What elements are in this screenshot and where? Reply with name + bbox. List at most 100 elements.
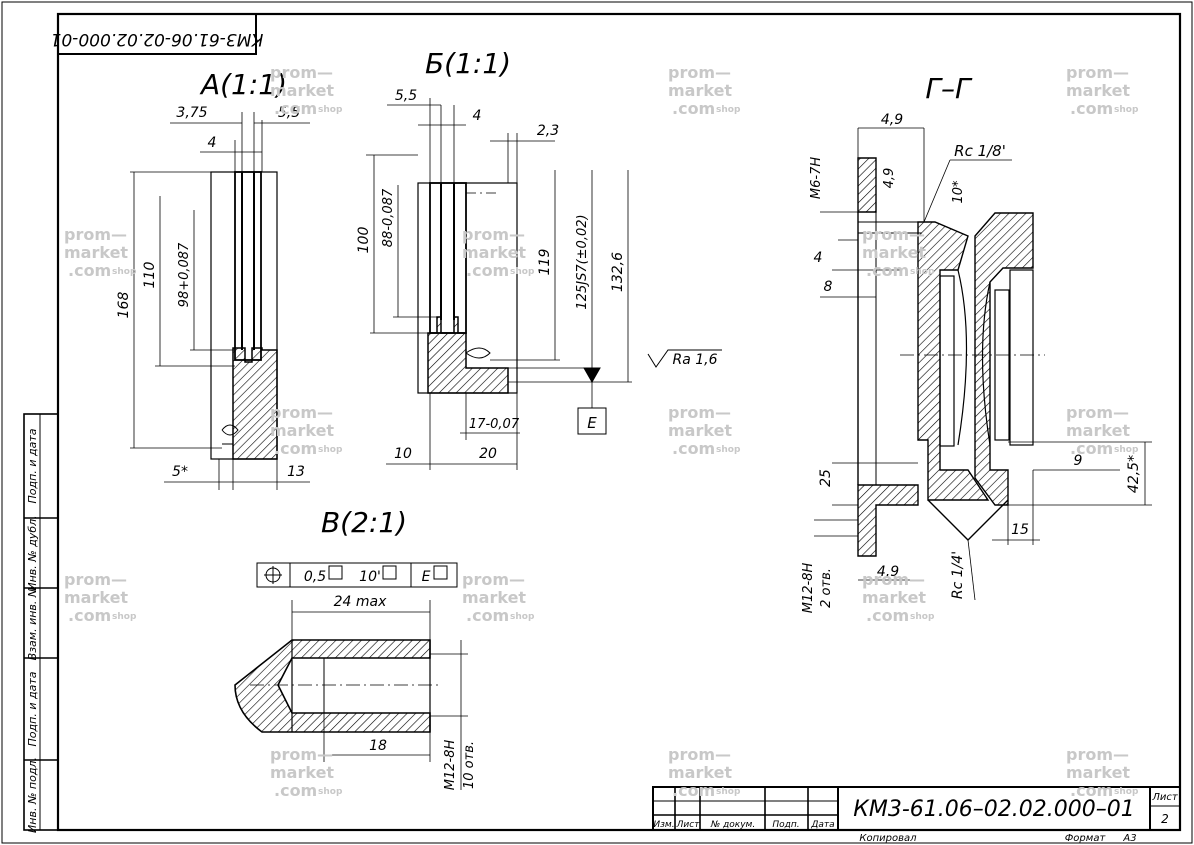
dim-b-125: 125JS7(±0,02)	[575, 214, 590, 309]
svg-text:shop: shop	[112, 267, 137, 277]
tol-10min: 10'	[359, 569, 381, 585]
svg-text:.com: .com	[1070, 99, 1113, 118]
code-stamp: КМ3-61.06-02.02.000-01	[51, 13, 263, 55]
dim-gg-8: 8	[824, 279, 833, 295]
dim-gg-10-star: 10*	[951, 180, 966, 204]
dim-b-4: 4	[473, 108, 482, 124]
dim-b-119: 119	[537, 249, 553, 276]
dim-a-3-75: 3,75	[176, 105, 207, 121]
svg-text:prom—: prom—	[1066, 745, 1129, 764]
tb-copied: Копировал	[859, 833, 917, 844]
dim-b-100: 100	[356, 227, 372, 254]
tb-header-dokum: № докум.	[710, 820, 755, 830]
dim-v-18: 18	[369, 738, 387, 754]
dim-gg-15: 15	[1011, 522, 1029, 538]
svg-text:market: market	[862, 243, 926, 262]
svg-text:prom—: prom—	[862, 225, 925, 244]
dim-b-88: 88-0,087	[381, 188, 396, 247]
dim-b-132-6: 132,6	[610, 252, 626, 292]
svg-text:market: market	[64, 243, 128, 262]
tb-header-izm: Изм.	[653, 820, 674, 830]
svg-text:market: market	[270, 81, 334, 100]
side-label-vzam-inv: Взам. инв. №	[26, 586, 39, 661]
dim-v-10-holes: 10 отв.	[462, 741, 477, 789]
svg-text:market: market	[668, 763, 732, 782]
svg-text:prom—: prom—	[668, 63, 731, 82]
svg-text:market: market	[64, 588, 128, 607]
dim-a-13: 13	[287, 464, 305, 480]
tb-header-list: Лист	[676, 820, 701, 830]
view-title-gg: Г–Г	[925, 72, 973, 105]
view-title-v: В(2:1)	[321, 506, 407, 539]
svg-text:market: market	[668, 421, 732, 440]
dim-b-10: 10	[394, 446, 412, 462]
svg-text:shop: shop	[318, 105, 343, 115]
svg-text:prom—: prom—	[668, 403, 731, 422]
svg-text:.com: .com	[68, 606, 111, 625]
svg-text:prom—: prom—	[64, 570, 127, 589]
svg-text:.com: .com	[274, 781, 317, 800]
tb-header-podp: Подп.	[772, 820, 799, 830]
svg-text:shop: shop	[716, 445, 741, 455]
dim-b-20: 20	[479, 446, 497, 462]
svg-text:prom—: prom—	[270, 403, 333, 422]
svg-text:.com: .com	[1070, 439, 1113, 458]
svg-text:.com: .com	[866, 261, 909, 280]
svg-text:market: market	[668, 81, 732, 100]
svg-text:prom—: prom—	[462, 570, 525, 589]
view-title-a: А(1:1)	[199, 68, 287, 101]
dim-gg-4: 4	[814, 250, 823, 266]
svg-text:shop: shop	[910, 612, 935, 622]
dim-a-4: 4	[208, 135, 217, 151]
view-b	[366, 98, 722, 470]
svg-text:prom—: prom—	[668, 745, 731, 764]
svg-text:prom—: prom—	[270, 63, 333, 82]
thread-rc-1-4: Rc 1/4'	[950, 551, 966, 599]
side-label-sign-date-1: Подп. и дата	[26, 428, 39, 503]
svg-text:.com: .com	[866, 606, 909, 625]
svg-text:shop: shop	[318, 445, 343, 455]
thread-rc-1-8: Rc 1/8'	[954, 142, 1006, 160]
view-v	[234, 562, 468, 790]
thread-m6: M6-7H	[809, 157, 824, 199]
svg-text:shop: shop	[1114, 105, 1139, 115]
svg-text:market: market	[462, 588, 526, 607]
dim-a-5-5: 5,5	[278, 105, 300, 121]
svg-text:market: market	[270, 763, 334, 782]
dim-gg-42-5: 42,5*	[1126, 455, 1142, 493]
dim-v-24-max: 24 max	[334, 594, 387, 610]
dim-b-5-5: 5,5	[395, 88, 417, 104]
side-label-sign-date-2: Подп. и дата	[26, 671, 39, 746]
dim-a-168: 168	[116, 292, 132, 319]
tol-0-5: 0,5	[304, 569, 326, 585]
title-block	[652, 786, 1181, 831]
svg-text:.com: .com	[466, 261, 509, 280]
svg-text:.com: .com	[672, 439, 715, 458]
view-a	[130, 112, 310, 490]
svg-text:.com: .com	[274, 439, 317, 458]
svg-text:market: market	[270, 421, 334, 440]
dim-gg-4-9-top: 4,9	[881, 112, 903, 128]
svg-text:.com: .com	[68, 261, 111, 280]
svg-text:shop: shop	[1114, 445, 1139, 455]
svg-text:.com: .com	[672, 99, 715, 118]
tb-sheet-label: Лист	[1151, 792, 1179, 803]
svg-text:market: market	[862, 588, 926, 607]
dim-gg-25: 25	[818, 469, 834, 487]
datum-e: Е	[587, 414, 597, 432]
svg-text:shop: shop	[1114, 787, 1139, 797]
